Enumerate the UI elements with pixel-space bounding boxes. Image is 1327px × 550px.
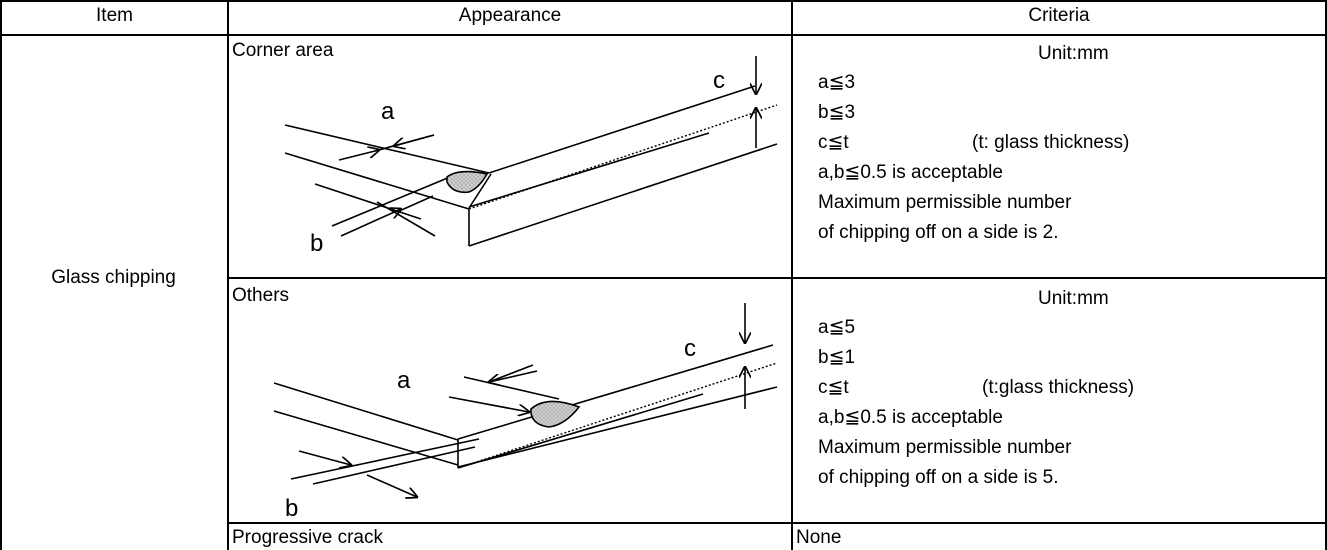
criteria-none: None	[796, 527, 842, 548]
appearance-title-progressive-crack: Progressive crack	[232, 527, 383, 548]
criteria-line: b≦1	[818, 347, 856, 368]
appearance-title-others: Others	[232, 285, 290, 306]
table-top-border	[0, 0, 1327, 2]
unit-label-row2: Unit:mm	[1038, 288, 1109, 309]
label-a: a	[397, 367, 411, 394]
criteria-list-row2: a≦5 b≦1 c≦t(t:glass thickness) a,b≦0.5 i…	[818, 313, 1135, 493]
corner-area-chipping-diagram: a b c	[284, 56, 778, 257]
row2-bottom-border	[227, 522, 1327, 524]
row1-bottom-border	[227, 277, 1327, 279]
header-appearance: Appearance	[458, 5, 562, 26]
criteria-line: a≦3	[818, 72, 856, 93]
glass-edge-line	[284, 152, 470, 210]
criteria-line: a≦5	[818, 317, 856, 338]
criteria-line: a,b≦0.5 is acceptable	[818, 407, 1003, 428]
label-c: c	[713, 67, 725, 94]
criteria-line: Maximum permissible number	[818, 437, 1072, 458]
criteria-line: a,b≦0.5 is acceptable	[818, 162, 1003, 183]
others-chipping-diagram: a b c	[273, 303, 778, 521]
criteria-line: c≦t(t: glass thickness)	[818, 132, 1130, 153]
criteria-line: of chipping off on a side is 2.	[818, 222, 1059, 243]
criteria-list-row1: a≦3 b≦3 c≦t(t: glass thickness) a,b≦0.5 …	[818, 68, 1130, 248]
unit-label-row1: Unit:mm	[1038, 43, 1109, 64]
label-b: b	[310, 230, 323, 257]
table-left-border	[0, 0, 2, 550]
glass-edge-line	[488, 85, 756, 174]
label-b: b	[285, 495, 298, 521]
label-a: a	[381, 98, 395, 125]
criteria-line: c≦t(t:glass thickness)	[818, 377, 1135, 398]
header-criteria: Criteria	[1028, 5, 1090, 26]
label-c: c	[684, 335, 696, 362]
header-item: Item	[96, 5, 133, 26]
criteria-line: b≦3	[818, 102, 856, 123]
item-column-divider	[227, 0, 229, 550]
appearance-title-corner-area: Corner area	[232, 40, 334, 61]
appearance-column-divider	[791, 0, 793, 550]
criteria-line: Maximum permissible number	[818, 192, 1072, 213]
chip-shape	[446, 170, 489, 194]
table-right-border	[1325, 0, 1327, 550]
item-label: Glass chipping	[51, 267, 176, 288]
glass-edge-line	[284, 124, 490, 174]
chip-shape	[530, 400, 581, 428]
criteria-line: of chipping off on a side is 5.	[818, 467, 1059, 488]
glass-edge-line	[468, 132, 710, 208]
header-bottom-border	[0, 34, 1327, 36]
